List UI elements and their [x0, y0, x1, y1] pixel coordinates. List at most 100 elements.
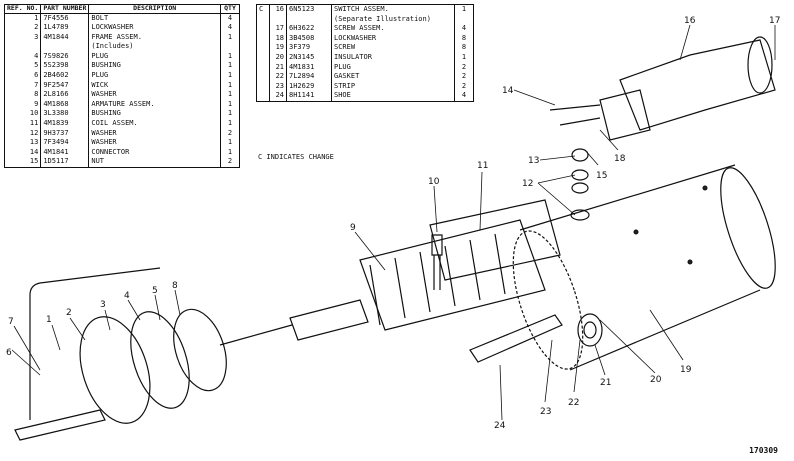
ref-number: 21	[269, 62, 287, 73]
part-number: 9H3737	[40, 128, 90, 139]
part-number: 1D5117	[40, 157, 90, 168]
change-note: C INDICATES CHANGE	[258, 153, 334, 161]
quantity: 2	[227, 157, 233, 166]
callout-5: 5	[152, 286, 158, 296]
ref-number: 12	[4, 128, 42, 139]
quantity: 1	[227, 71, 233, 80]
col-part-number: PART NUMBER	[40, 4, 90, 14]
change-mark	[256, 81, 270, 92]
callout-22: 22	[568, 398, 579, 408]
callout-15: 15	[596, 171, 607, 181]
quantity: 2	[461, 81, 467, 90]
figure-number: 170309	[749, 446, 778, 455]
part-number: 4M1839	[40, 119, 90, 129]
ref-number: 18	[269, 33, 287, 44]
description: INSULATOR	[331, 52, 455, 63]
ref-number: 5	[4, 61, 42, 72]
ref-number: 13	[4, 138, 42, 148]
description: CONNECTOR	[88, 147, 221, 158]
description: BUSHING	[88, 61, 221, 72]
change-mark	[256, 91, 270, 102]
quantity: 4	[227, 13, 233, 22]
part-number: 3L3380	[40, 109, 90, 120]
change-mark	[256, 52, 270, 63]
quantity: 1	[227, 99, 233, 108]
callout-23: 23	[540, 407, 551, 417]
description: ARMATURE ASSEM.	[88, 99, 221, 110]
quantity: 2	[461, 72, 467, 81]
part-number: 4M1831	[286, 62, 332, 73]
ref-number	[4, 42, 42, 52]
callout-2: 2	[66, 308, 72, 318]
change-mark	[256, 14, 270, 25]
ref-number: 1	[4, 13, 42, 24]
part-number: 8H1141	[286, 91, 332, 102]
callout-9: 9	[350, 223, 356, 233]
ref-number: 23	[269, 81, 287, 92]
part-number: 7F4556	[40, 13, 90, 24]
bushing-bolt	[431, 234, 443, 290]
shoe-strip	[469, 313, 603, 363]
part-number	[286, 14, 332, 25]
ref-number: 8	[4, 90, 42, 100]
description: NUT	[88, 157, 221, 168]
table-row: (Separate Illustration)	[256, 14, 474, 25]
ref-number: 10	[4, 109, 42, 120]
callout-20: 20	[650, 375, 662, 385]
part-number: 2B4602	[40, 71, 90, 81]
part-number: 7L2894	[286, 72, 332, 82]
callout-leaders	[11, 24, 776, 421]
part-number: 3F379	[286, 43, 332, 53]
part-number: 6N5123	[286, 4, 332, 15]
callout-16: 16	[684, 16, 696, 26]
coil-housing	[512, 164, 776, 371]
callout-21: 21	[600, 378, 611, 388]
description: PLUG	[88, 51, 221, 62]
ref-number: 9	[4, 99, 42, 110]
description: FRAME ASSEM.	[88, 32, 221, 43]
quantity: 1	[227, 119, 233, 128]
callout-13: 13	[528, 156, 539, 166]
quantity: 4	[461, 91, 467, 100]
ref-number: 19	[269, 43, 287, 53]
description: BOLT	[88, 13, 221, 24]
quantity: 4	[461, 24, 467, 33]
callout-8: 8	[172, 281, 178, 291]
part-number: 7F3494	[40, 138, 90, 148]
change-mark: C	[256, 4, 270, 15]
coil-assembly	[429, 199, 561, 281]
quantity: 1	[227, 80, 233, 89]
change-mark	[256, 72, 270, 82]
col-qty: QTY	[220, 4, 240, 14]
quantity: 1	[461, 52, 467, 61]
ref-number: 24	[269, 91, 287, 102]
description: PLUG	[88, 71, 221, 81]
callout-1: 1	[46, 315, 52, 325]
callout-14: 14	[502, 86, 514, 96]
quantity: 1	[227, 32, 233, 41]
ref-number: 7	[4, 80, 42, 91]
ref-number: 14	[4, 147, 42, 158]
callout-7: 7	[8, 317, 14, 327]
quantity: 2	[227, 128, 233, 137]
ref-number: 6	[4, 71, 42, 81]
part-number	[40, 42, 90, 52]
description: SHOE	[331, 91, 455, 102]
quantity: 1	[227, 90, 233, 99]
description: WASHER	[88, 138, 221, 148]
callout-18: 18	[614, 154, 626, 164]
part-number: 5S2398	[40, 61, 90, 72]
